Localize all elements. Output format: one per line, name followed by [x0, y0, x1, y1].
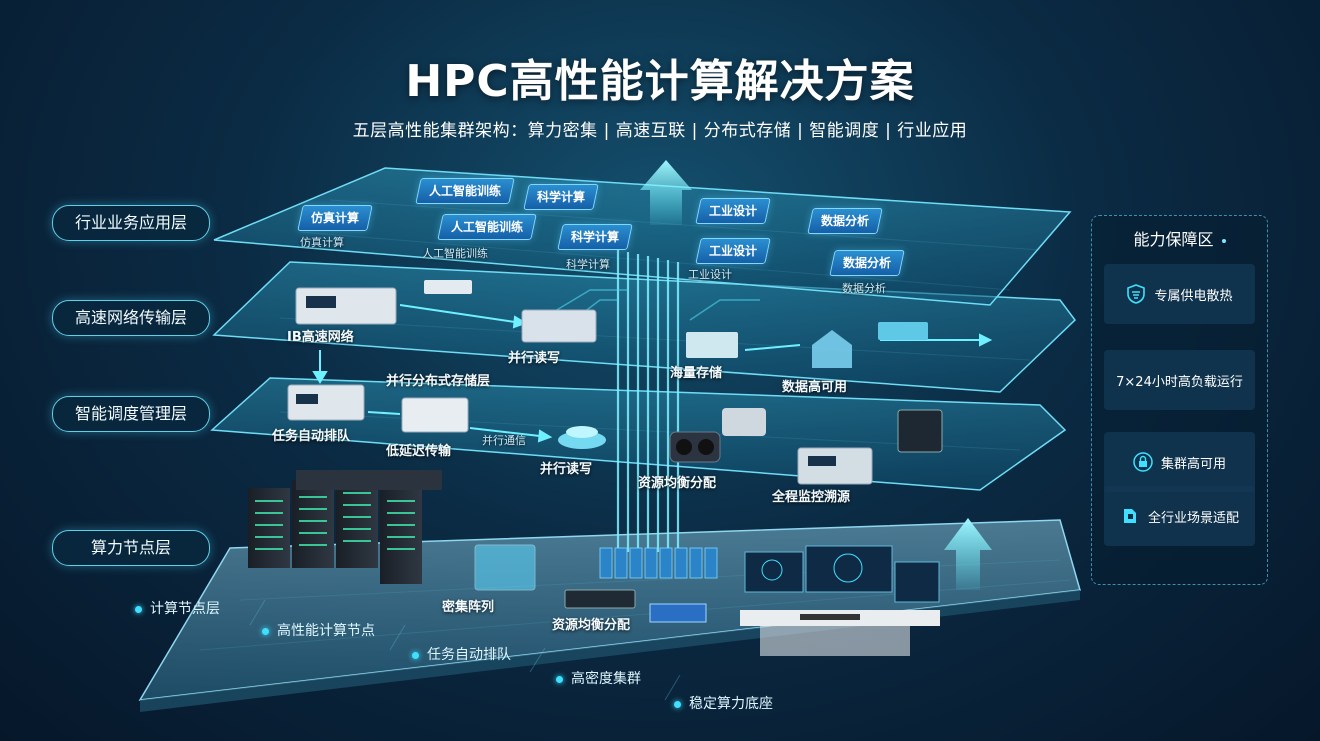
app-card: 科学计算 — [557, 224, 633, 250]
lock-icon — [1133, 452, 1153, 472]
network-box-device — [878, 322, 928, 340]
app-card: 数据分析 — [829, 250, 905, 276]
small-switch-device — [424, 280, 472, 294]
app-card: 工业设计 — [695, 198, 771, 224]
bullet-icon — [556, 675, 563, 683]
scheduler-server-device — [287, 384, 365, 421]
cooling-unit-device — [722, 408, 766, 436]
app-caption: 人工智能训练 — [422, 247, 488, 260]
bullet-icon — [262, 627, 269, 635]
capability-item-ha: 集群高可用 — [1104, 432, 1255, 492]
server-racks — [248, 470, 442, 584]
capability-item-power: 专属供电散热 — [1104, 264, 1255, 324]
bottom-item: 高性能计算节点 — [262, 620, 375, 640]
bullet-icon — [135, 605, 142, 613]
blue-panel-device — [649, 603, 707, 623]
control-desk — [740, 545, 940, 656]
app-card: 工业设计 — [695, 238, 771, 264]
app-caption: 工业设计 — [688, 268, 732, 281]
bottom-item: 高密度集群 — [556, 668, 641, 688]
ha-storage-device — [812, 330, 852, 368]
schedule-label-low-latency: 低延迟传输 — [386, 444, 452, 459]
layer-label-network: 高速网络传输层 — [52, 300, 210, 336]
bullet-icon — [674, 700, 681, 708]
schedule-label-queue: 任务自动排队 — [272, 429, 351, 444]
layer-label-compute: 算力节点层 — [52, 530, 210, 566]
network-label-ib: IB高速网络 — [287, 330, 354, 345]
capability-panel-title: 能力保障区 — [1092, 226, 1267, 250]
capability-item-adapt: 全行业场景适配 — [1104, 486, 1255, 546]
compute-label-balance: 资源均衡分配 — [552, 618, 631, 633]
layer-label-schedule: 智能调度管理层 — [52, 396, 210, 432]
puzzle-icon — [1123, 509, 1136, 523]
network-label-parallel-rw: 并行读写 — [508, 351, 561, 366]
storage-node-device — [521, 309, 597, 343]
schedule-label-storage-layer: 并行分布式存储层 — [386, 374, 491, 389]
up-arrow-top — [640, 160, 692, 225]
schedule-label-balance: 资源均衡分配 — [638, 476, 717, 491]
app-card: 人工智能训练 — [437, 214, 537, 240]
app-caption: 科学计算 — [566, 258, 610, 271]
mass-storage-device — [686, 332, 738, 358]
compute-label-dense: 密集阵列 — [442, 600, 495, 615]
app-card: 数据分析 — [807, 208, 883, 234]
network-label-mass-storage: 海量存储 — [670, 366, 723, 381]
bullet-icon — [412, 651, 419, 659]
compute-module-strip — [599, 547, 718, 579]
ups-device — [897, 409, 943, 453]
app-caption: 数据分析 — [842, 282, 886, 295]
capability-panel: 能力保障区 专属供电散热 7×24小时高负载运行 集群高可用 全行业场景适配 — [1091, 215, 1268, 585]
page-title: HPC高性能计算解决方案 — [405, 56, 915, 107]
bottom-item: 计算节点层 — [135, 598, 220, 618]
bottom-item: 任务自动排队 — [412, 644, 511, 664]
balancer-board — [564, 589, 636, 609]
layer-label-application: 行业业务应用层 — [52, 205, 210, 241]
capability-item-uptime: 7×24小时高负载运行 — [1104, 350, 1255, 410]
app-card: 科学计算 — [523, 184, 599, 210]
network-label-ha: 数据高可用 — [782, 380, 848, 395]
schedule-label-monitor: 全程监控溯源 — [772, 490, 851, 505]
up-arrow-right — [944, 518, 992, 590]
bottom-item: 稳定算力底座 — [674, 693, 773, 713]
app-card: 人工智能训练 — [415, 178, 515, 204]
app-card: 仿真计算 — [297, 205, 373, 231]
dot-icon — [1221, 238, 1226, 243]
schedule-label-parallel-rw: 并行读写 — [540, 462, 593, 477]
page-subtitle: 五层高性能集群架构：算力密集 | 高速互联 | 分布式存储 | 智能调度 | 行… — [352, 121, 968, 141]
dense-array-cube — [474, 544, 536, 591]
low-latency-device — [401, 397, 469, 433]
shield-icon — [1127, 284, 1146, 304]
schedule-label-comm: 并行通信 — [482, 434, 526, 447]
app-caption: 仿真计算 — [300, 236, 344, 249]
